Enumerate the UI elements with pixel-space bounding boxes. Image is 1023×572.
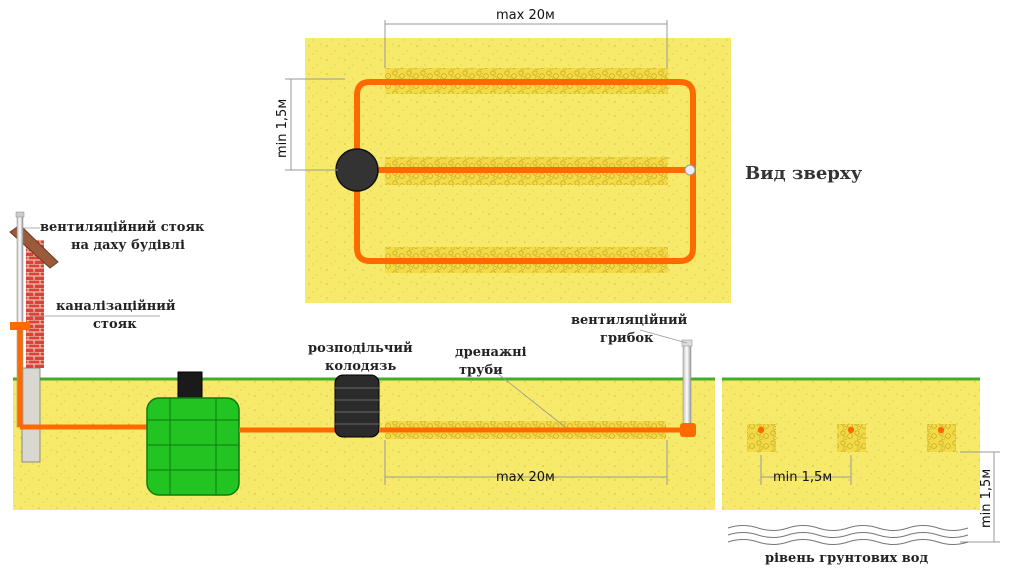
drain-pipes-label-1: дренажні <box>455 345 527 360</box>
groundwater-label: рівень грунтових вод <box>765 551 929 566</box>
distribution-well <box>334 374 380 438</box>
top-view-title: Вид зверху <box>745 163 863 184</box>
vent-riser-roof-label-1: вентиляційний стояк <box>40 220 205 235</box>
vent-cap-riser <box>682 344 692 434</box>
top-dim-length <box>384 20 668 68</box>
top-dim-spacing-label: min 1,5м <box>275 98 290 158</box>
section-pipe-3 <box>937 426 945 434</box>
section-pipe-1 <box>757 426 765 434</box>
vent-cap-label-2: грибок <box>600 331 654 346</box>
side-dim-length <box>384 440 668 485</box>
vent-riser-roof-label-2: на даху будівлі <box>71 238 185 253</box>
section-dim-spacing-label: min 1,5м <box>773 470 833 485</box>
sewer-riser-label-2: стояк <box>93 317 137 332</box>
top-distribution-well <box>335 148 379 192</box>
distribution-well-label-1: розподільчий <box>308 341 413 356</box>
drain-pipes-label-2: труби <box>459 363 503 378</box>
vent-riser-top <box>15 211 25 218</box>
section-dim-depth-label: min 1,5м <box>979 468 994 528</box>
sewer-riser-fitting <box>10 322 30 330</box>
side-view <box>9 211 715 510</box>
section-dim-spacing <box>760 455 852 485</box>
leader-vent-cap <box>639 329 688 344</box>
top-dim-spacing <box>285 78 345 171</box>
house-stone-base <box>21 367 41 463</box>
house-brick-wall <box>26 240 44 368</box>
septic-tank <box>146 371 240 496</box>
top-vent-cap <box>684 164 696 176</box>
sewer-riser-label-1: каналізаційний <box>56 299 176 314</box>
top-view <box>285 20 731 303</box>
vent-cap-label-1: вентиляційний <box>571 313 688 328</box>
top-dim-length-label: max 20м <box>496 8 555 23</box>
side-dim-length-label: max 20м <box>496 470 555 485</box>
groundwater-waves <box>727 525 969 545</box>
section-pipe-2 <box>847 426 855 434</box>
vent-cap-elbow <box>680 423 696 437</box>
distribution-well-label-2: колодязь <box>325 359 397 374</box>
cross-section <box>722 377 1000 545</box>
leader-drain <box>496 372 566 428</box>
